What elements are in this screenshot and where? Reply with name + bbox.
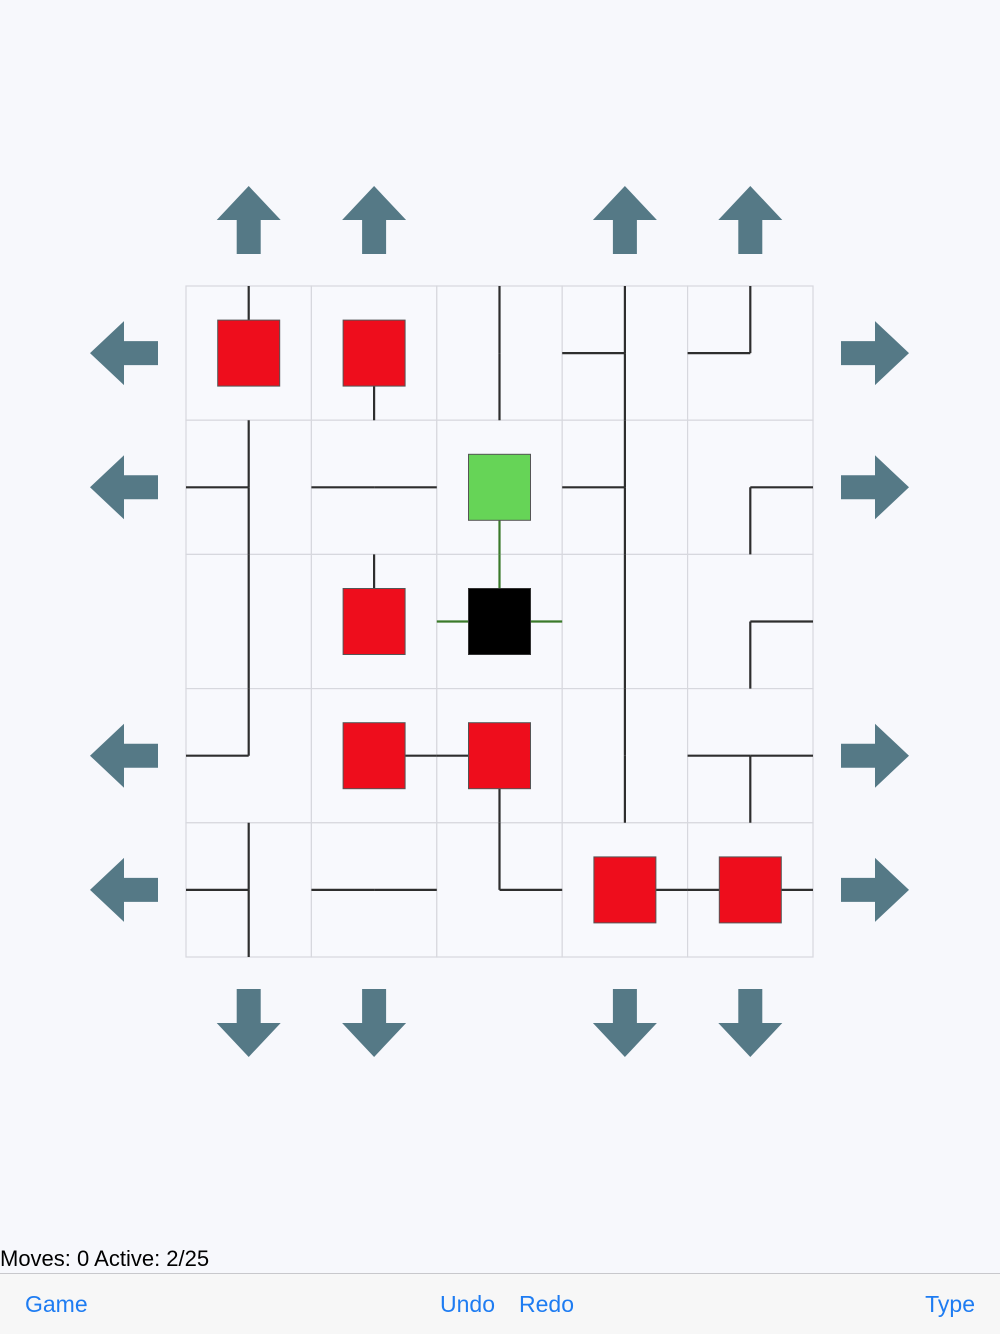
status-text: Moves: 0 Active: 2/25 [0, 1246, 210, 1271]
shift-up-arrow-icon[interactable] [718, 186, 783, 254]
light-off[interactable] [718, 856, 782, 924]
light-off[interactable] [217, 319, 281, 387]
light-off[interactable] [468, 722, 531, 790]
power-source[interactable] [468, 588, 531, 655]
type-button[interactable]: Type [925, 1291, 975, 1317]
shift-left-arrow-icon[interactable] [90, 455, 158, 520]
shift-right-arrow-icon[interactable] [841, 321, 909, 386]
shift-right-arrow-icon[interactable] [841, 723, 909, 788]
shift-up-arrow-icon[interactable] [342, 186, 407, 254]
shift-right-arrow-icon[interactable] [841, 857, 909, 922]
shift-right-arrow-icon[interactable] [841, 455, 909, 520]
light-off[interactable] [342, 588, 406, 655]
light-on[interactable] [468, 453, 531, 521]
light-off[interactable] [593, 856, 657, 924]
shift-left-arrow-icon[interactable] [90, 723, 158, 788]
shift-down-arrow-icon[interactable] [216, 989, 281, 1057]
undo-button[interactable]: Undo [440, 1291, 495, 1317]
redo-button[interactable]: Redo [519, 1291, 574, 1317]
shift-left-arrow-icon[interactable] [90, 857, 158, 922]
game-button[interactable]: Game [25, 1291, 88, 1317]
game-board[interactable] [0, 0, 1000, 1240]
light-off[interactable] [342, 319, 406, 387]
bottom-toolbar: Game Undo Redo Type [0, 1273, 1000, 1334]
shift-down-arrow-icon[interactable] [718, 989, 783, 1057]
game-board-area [0, 0, 1000, 1240]
shift-down-arrow-icon[interactable] [592, 989, 657, 1057]
shift-up-arrow-icon[interactable] [216, 186, 281, 254]
shift-up-arrow-icon[interactable] [592, 186, 657, 254]
shift-down-arrow-icon[interactable] [342, 989, 407, 1057]
light-off[interactable] [342, 722, 406, 790]
shift-left-arrow-icon[interactable] [90, 321, 158, 386]
